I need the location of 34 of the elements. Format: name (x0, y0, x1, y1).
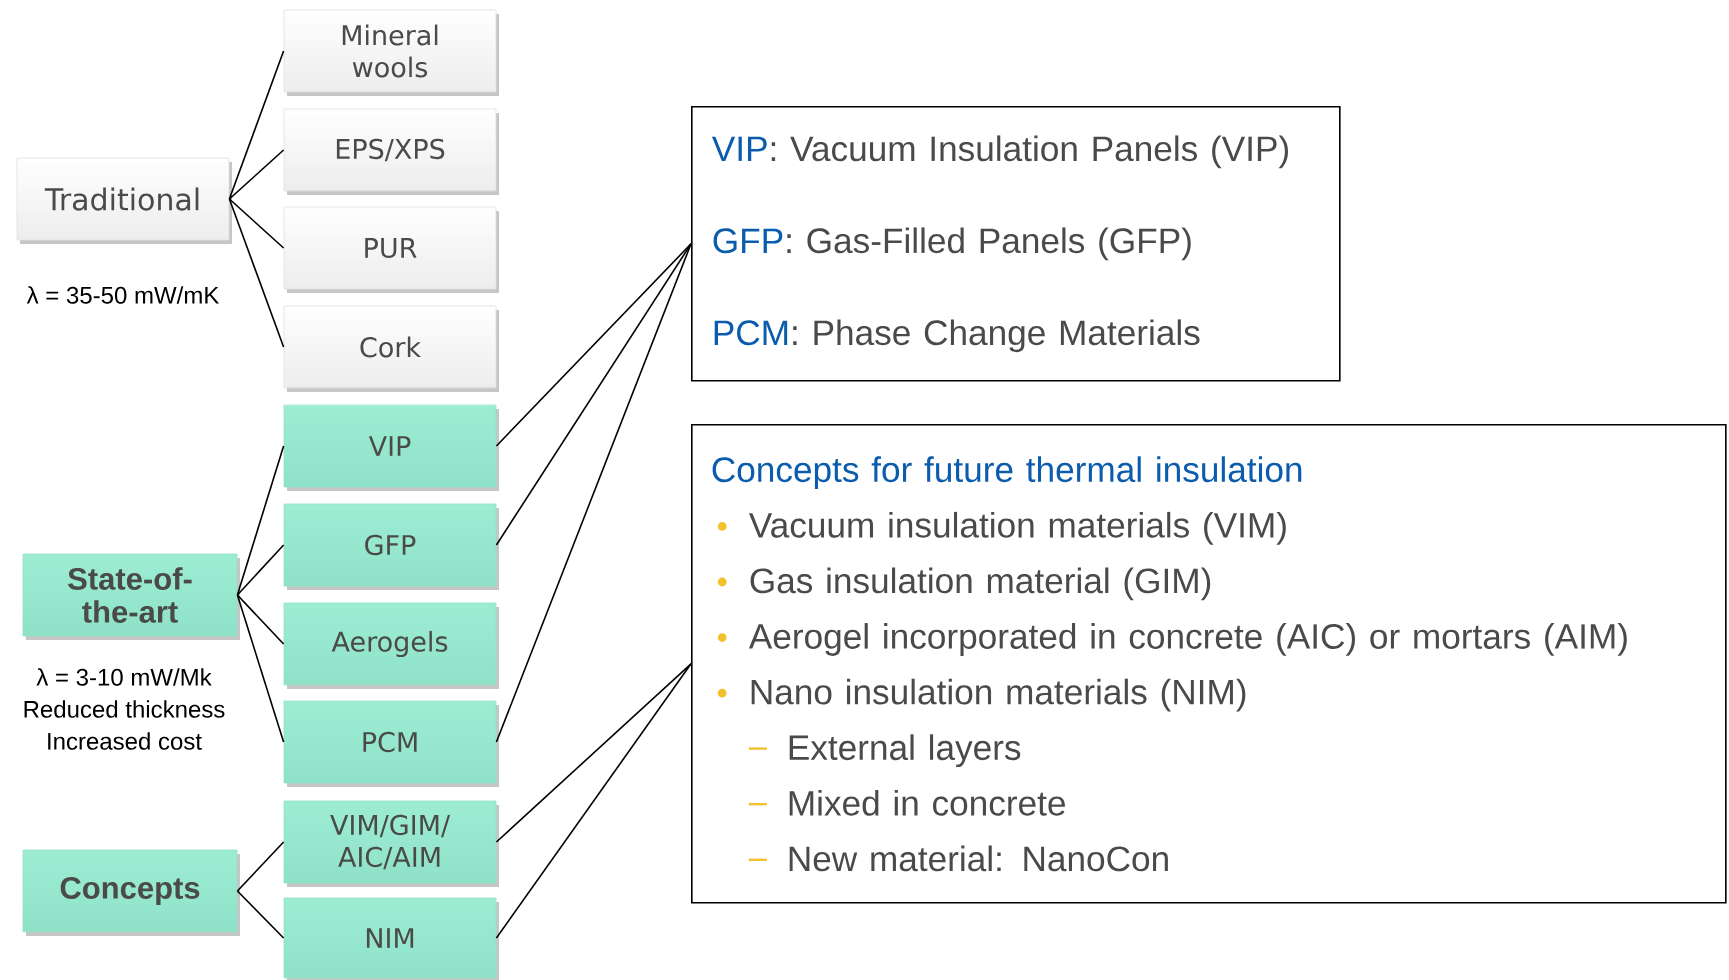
material-box: PCM (283, 700, 499, 787)
connector-line (228, 50, 285, 200)
material-box: Cork (283, 305, 499, 392)
connector-line (228, 198, 285, 348)
annotation-text: λ = 3-10 mW/Mk (36, 668, 212, 686)
connector-line (236, 890, 285, 939)
connector-line (495, 243, 692, 743)
annotation-text: λ = 35-50 mW/mK (26, 286, 220, 304)
connector-line (236, 594, 285, 743)
material-box: Aerogels (283, 602, 499, 689)
connector-line (236, 594, 285, 645)
category-box: Concepts (22, 849, 240, 936)
connector-line (236, 841, 285, 892)
material-box: NIM (283, 897, 499, 980)
connector-line (495, 663, 692, 843)
material-box: VIM/GIM/AIC/AIM (283, 800, 499, 887)
connector-line (236, 445, 285, 596)
material-box: VIP (283, 404, 499, 491)
definition-box: VIP: Vacuum Insulation Panels (VIP) GFP: Gas-Filled Panels (GFP) PCM : Phase Change Materials (691, 106, 1341, 382)
connector-line (236, 544, 285, 596)
annotation-text: Increased cost (48, 732, 202, 750)
concepts-list-box: Concepts for future thermal insulation Vacuum insulation materials (VIM) Gas insulation material (GIM) Aerogel incorporated in concrete (AIC) or mortars (AIM) Nano insulation materials (NIM) External layers Mixed in concrete New material: NanoCon (691, 424, 1727, 904)
category-box: Traditional (16, 157, 232, 244)
connector-line (495, 243, 692, 546)
material-box: GFP (283, 503, 499, 590)
connector-line (495, 243, 692, 447)
material-box: EPS/XPS (283, 108, 499, 195)
connector-line (228, 149, 285, 200)
category-box: State-of-the-art (22, 553, 240, 640)
connector-line (228, 198, 285, 249)
material-box: PUR (283, 206, 499, 293)
connector-line (495, 663, 692, 939)
annotation-text: Reduced thickness (24, 700, 225, 718)
material-box: Mineral wools (283, 9, 499, 96)
